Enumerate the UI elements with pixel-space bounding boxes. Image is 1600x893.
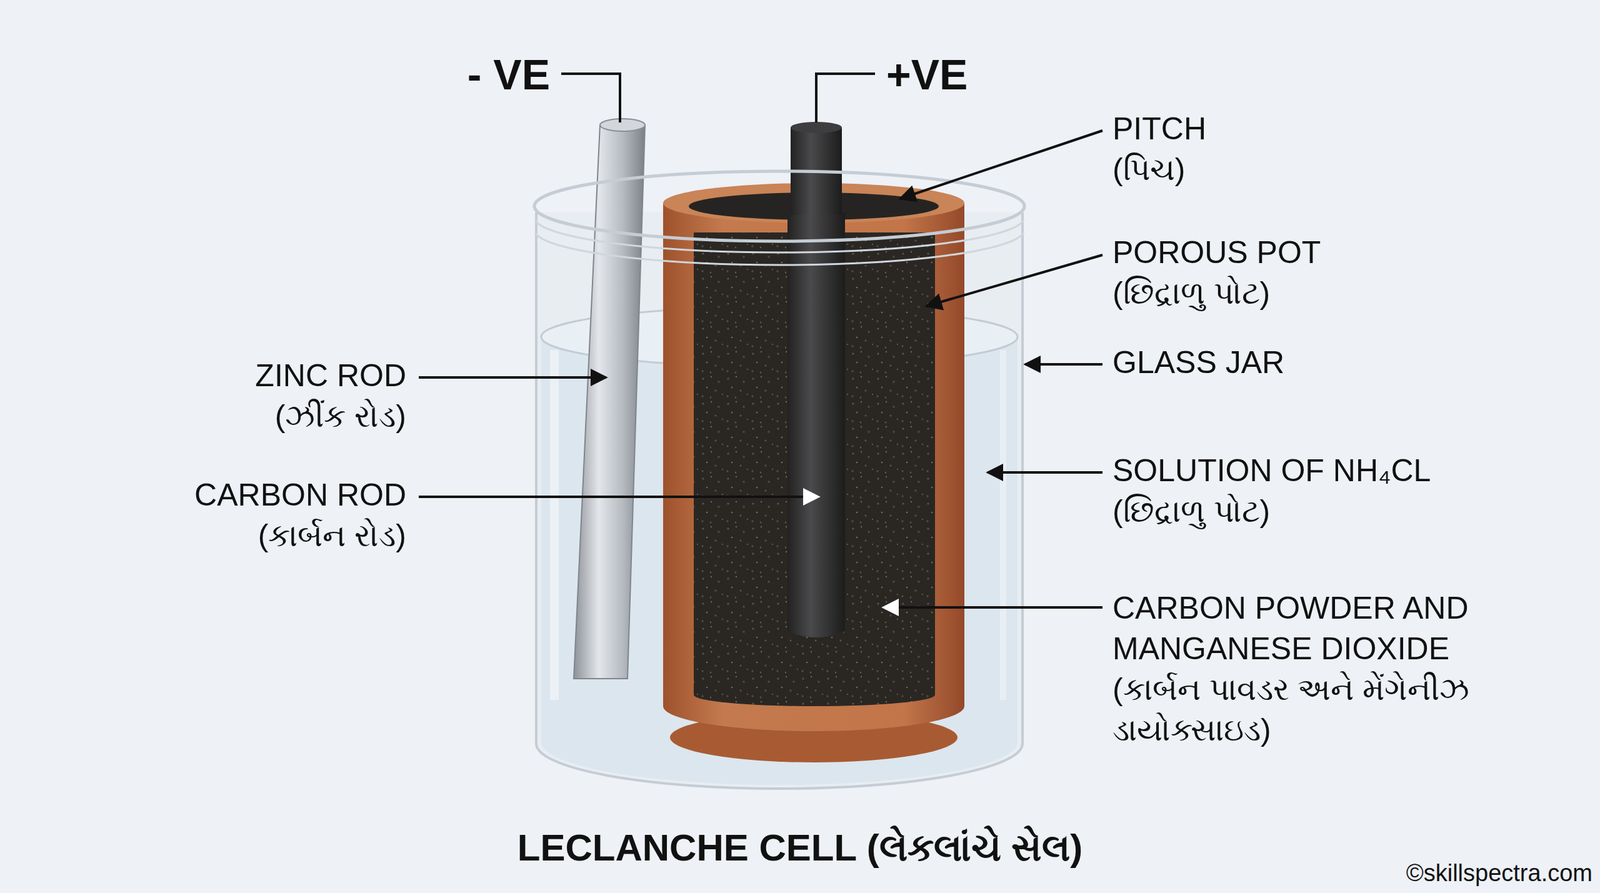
- leader-arrow: [1025, 363, 1103, 366]
- leader-arrow: [418, 495, 819, 499]
- part-label-gujarati: (કાર્બન પાવડર અને મેંગેનીઝ ડાયોક્સાઇડ): [1112, 669, 1575, 751]
- leader-arrow: [883, 606, 1103, 609]
- carbon-rod: [787, 212, 845, 638]
- leader-line: [561, 73, 620, 123]
- leader-arrow: [987, 471, 1103, 474]
- diagram-title: LECLANCHE CELL (લેકલાંચે સેલ): [0, 826, 1600, 870]
- jar-highlight: [550, 350, 559, 700]
- terminal-label: - VE: [467, 50, 550, 99]
- part-label: POROUS POT: [1112, 235, 1321, 272]
- part-label-gujarati: (છિદ્રાળુ પોટ): [1112, 275, 1270, 312]
- watermark: ©skillspectra.com: [1406, 860, 1593, 888]
- part-label-gujarati: (પિચ): [1112, 151, 1185, 189]
- leader-arrow: [926, 255, 1103, 307]
- porous-pot: [663, 203, 965, 732]
- jar-thread: [535, 232, 1024, 265]
- part-label: PITCH: [1112, 111, 1207, 148]
- part-label: GLASS JAR: [1112, 345, 1285, 382]
- leader-line: [816, 73, 875, 123]
- leader-arrow: [418, 376, 607, 379]
- part-label-gujarati: (ઝીંક રોડ): [275, 398, 407, 435]
- part-label: ZINC ROD: [255, 358, 407, 395]
- terminal-label: +VE: [886, 50, 968, 99]
- part-label: SOLUTION OF NH₄CL: [1112, 453, 1431, 490]
- part-label: CARBON POWDER AND MANGANESE DIOXIDE: [1112, 588, 1550, 670]
- part-label-gujarati: (છિદ્રાળુ પોટ): [1112, 493, 1270, 530]
- zinc-rod-top: [600, 118, 645, 132]
- carbon-rod-top: [790, 121, 842, 134]
- jar-highlight: [1000, 350, 1007, 700]
- part-label-gujarati: (કાર્બન રોડ): [258, 518, 407, 555]
- jar-thread: [535, 220, 1024, 253]
- part-label: CARBON ROD: [194, 477, 407, 514]
- leader-arrow: [900, 130, 1103, 199]
- zinc-rod: [573, 125, 645, 679]
